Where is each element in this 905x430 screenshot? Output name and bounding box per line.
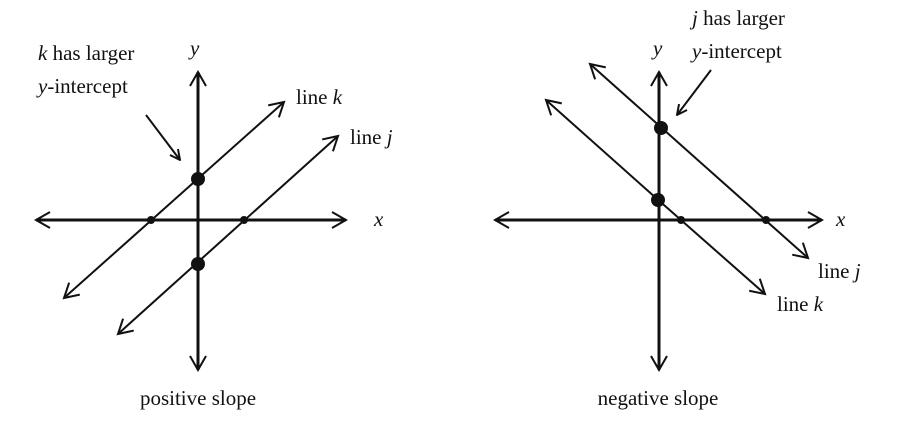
line-k (173, 102, 284, 201)
line-k-lower-arrow (655, 197, 765, 294)
k-y-intercept-point (651, 193, 665, 207)
caption: negative slope (598, 386, 719, 410)
line-k-label: line k (777, 292, 824, 316)
x-axis-label: x (373, 207, 384, 231)
annotation-line1: k has larger (38, 41, 134, 65)
line-j-lower-arrow (699, 161, 808, 258)
annotation-line1: j has larger (689, 6, 785, 30)
annotation-line2: y-intercept (36, 74, 128, 98)
y-axis-label: y (651, 36, 663, 60)
k-x-intercept-point (147, 216, 155, 224)
line-k-lower-arrow (64, 199, 175, 298)
k-y-intercept-point (191, 172, 205, 186)
j-y-intercept-point (654, 121, 668, 135)
j-x-intercept-point (762, 216, 770, 224)
j-x-intercept-point (240, 216, 248, 224)
line-j-label: line j (818, 259, 861, 283)
line-j-label: line j (350, 125, 393, 149)
annotation-arrow (677, 69, 712, 115)
line-k-label: line k (296, 85, 343, 109)
positive-slope-panel: k has larger y-intercept y x line k line… (36, 36, 393, 410)
annotation-arrow (145, 114, 180, 160)
line-j-lower-arrow (118, 234, 229, 334)
caption: positive slope (140, 386, 256, 410)
line-k (546, 100, 657, 199)
k-x-intercept-point (677, 216, 685, 224)
x-axis-label: x (835, 207, 846, 231)
annotation-line2: y-intercept (690, 39, 782, 63)
line-j (590, 64, 701, 163)
j-y-intercept-point (191, 257, 205, 271)
negative-slope-panel: j has larger y-intercept y x line j line… (495, 6, 861, 410)
y-axis-label: y (188, 36, 200, 60)
